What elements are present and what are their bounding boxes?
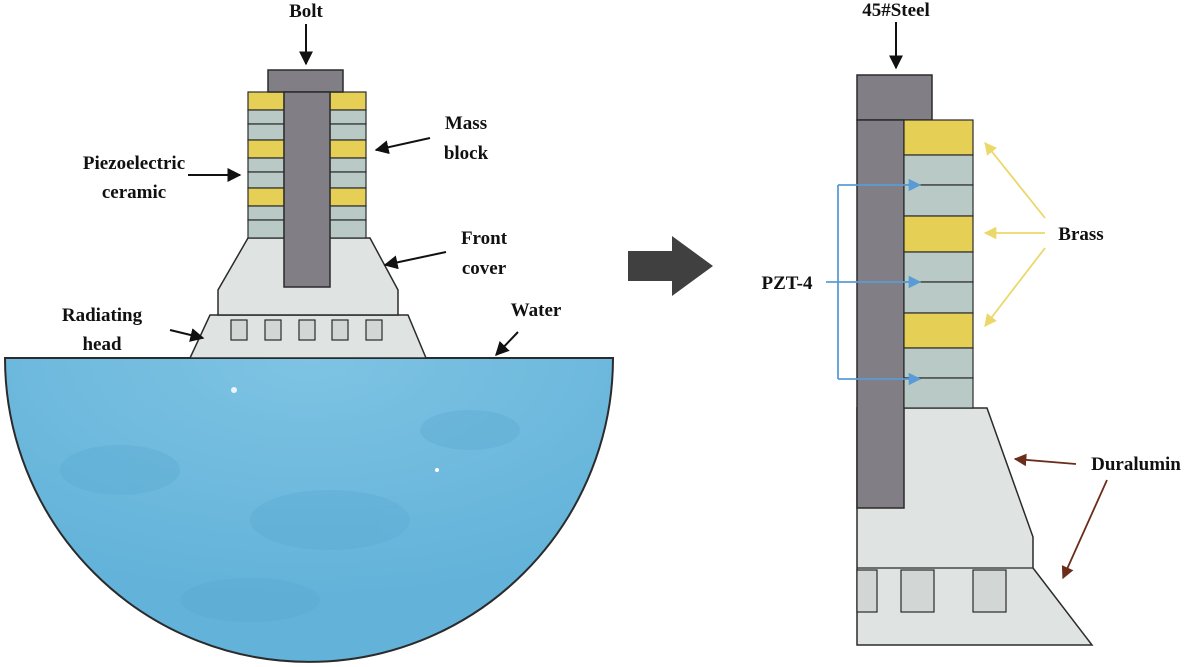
stack-layers-detail: [903, 119, 974, 409]
water-region: [3, 357, 615, 663]
water-texture: [60, 410, 520, 622]
water-sparkle: [231, 387, 237, 393]
steel-label: 45#Steel: [862, 0, 930, 21]
piezoelectric-label: ceramic: [102, 182, 166, 203]
radiating-head-label: head: [82, 334, 122, 355]
mass-block-label: Mass: [445, 113, 487, 134]
brass-label: Brass: [1058, 224, 1103, 245]
steel-bolt-shank: [856, 119, 905, 509]
radiating-head-slots: [230, 319, 383, 341]
half-section-transducer: 45#Steel PZT-4 Brass Duralumin: [761, 0, 1181, 646]
water-arrow: [495, 331, 519, 357]
water-label: Water: [511, 300, 562, 321]
mass-block-label: block: [444, 143, 489, 164]
water-sparkle: [435, 468, 439, 472]
bolt-label: Bolt: [289, 1, 323, 22]
bolt-head: [267, 69, 344, 93]
full-transducer: Bolt Mass block Piezoelectric ceramic Fr…: [3, 1, 615, 663]
front-cover-arrow: [383, 251, 447, 270]
brass-arrows: [983, 142, 1046, 327]
transition-arrow: [628, 236, 713, 296]
duralumin-arrows: [1013, 453, 1108, 580]
radiating-head-label: Radiating: [62, 305, 143, 326]
bolt-shank: [283, 91, 331, 288]
radiating-head-arrow: [169, 328, 205, 342]
radiating-head-slots-detail: [856, 569, 1007, 613]
front-cover-label: Front: [461, 228, 508, 249]
steel-bolt-head: [856, 74, 933, 121]
mass-block-arrow: [374, 137, 431, 155]
pzt-label: PZT-4: [761, 273, 813, 294]
front-cover-label: cover: [462, 258, 507, 279]
pzt-arrows: [826, 178, 922, 386]
duralumin-label: Duralumin: [1091, 454, 1181, 475]
piezoelectric-label: Piezoelectric: [83, 153, 185, 174]
